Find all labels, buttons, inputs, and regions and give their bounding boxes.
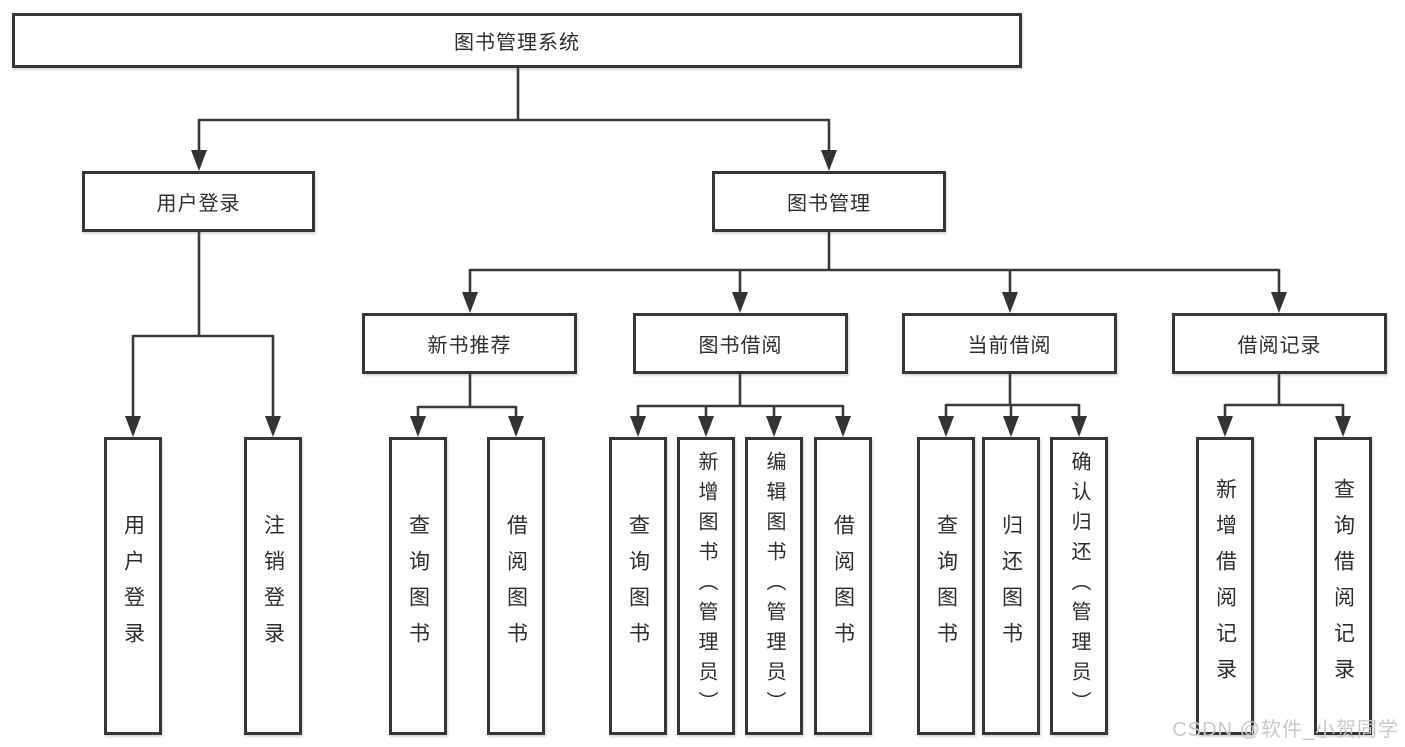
leaf-borrow-query-label: 查询图书 [626,514,650,658]
leaf-records-query-label: 查询借阅记录 [1331,478,1355,694]
leaf-records-add-label: 新增借阅记录 [1213,478,1237,694]
leaf-records-add: 新增借阅记录 [1196,437,1254,735]
leaf-borrow-add-admin-label: 新增图书（管理员） [695,451,717,721]
node-book-borrow-label: 图书借阅 [698,335,783,357]
leaf-user-login-label: 用户登录 [121,514,145,658]
leaf-user-login: 用户登录 [104,437,162,735]
leaf-borrow-edit-admin: 编辑图书（管理员） [745,437,803,735]
leaf-newbook-query: 查询图书 [389,437,447,735]
node-user-login: 用户登录 [82,171,315,232]
node-current-borrow: 当前借阅 [902,313,1117,374]
watermark-text: CSDN @软件_小贺同学 [1172,719,1399,741]
leaf-current-return: 归还图书 [982,437,1040,735]
leaf-borrow-add-admin: 新增图书（管理员） [677,437,735,735]
leaf-current-query-label: 查询图书 [934,514,958,658]
node-book-borrow: 图书借阅 [633,313,848,374]
leaf-newbook-query-label: 查询图书 [406,514,430,658]
leaf-borrow-query: 查询图书 [609,437,667,735]
node-new-book-recommend-label: 新书推荐 [427,335,512,357]
leaf-newbook-borrow-label: 借阅图书 [504,514,528,658]
leaf-current-return-label: 归还图书 [999,514,1023,658]
leaf-borrow-borrow-label: 借阅图书 [831,514,855,658]
leaf-borrow-borrow: 借阅图书 [814,437,872,735]
node-borrow-records-label: 借阅记录 [1237,335,1322,357]
leaf-records-query: 查询借阅记录 [1314,437,1372,735]
node-current-borrow-label: 当前借阅 [967,335,1052,357]
leaf-current-confirm-admin-label: 确认归还（管理员） [1068,451,1090,721]
node-root: 图书管理系统 [12,13,1022,68]
leaf-user-logout-label: 注销登录 [261,514,285,658]
node-book-management: 图书管理 [712,171,946,232]
leaf-user-logout: 注销登录 [244,437,302,735]
node-root-label: 图书管理系统 [454,32,580,54]
leaf-current-confirm-admin: 确认归还（管理员） [1050,437,1108,735]
node-user-login-label: 用户登录 [156,193,241,215]
leaf-newbook-borrow: 借阅图书 [487,437,545,735]
node-book-management-label: 图书管理 [787,193,871,215]
node-borrow-records: 借阅记录 [1172,313,1387,374]
leaf-current-query: 查询图书 [917,437,975,735]
leaf-borrow-edit-admin-label: 编辑图书（管理员） [763,451,785,721]
node-new-book-recommend: 新书推荐 [362,313,577,374]
